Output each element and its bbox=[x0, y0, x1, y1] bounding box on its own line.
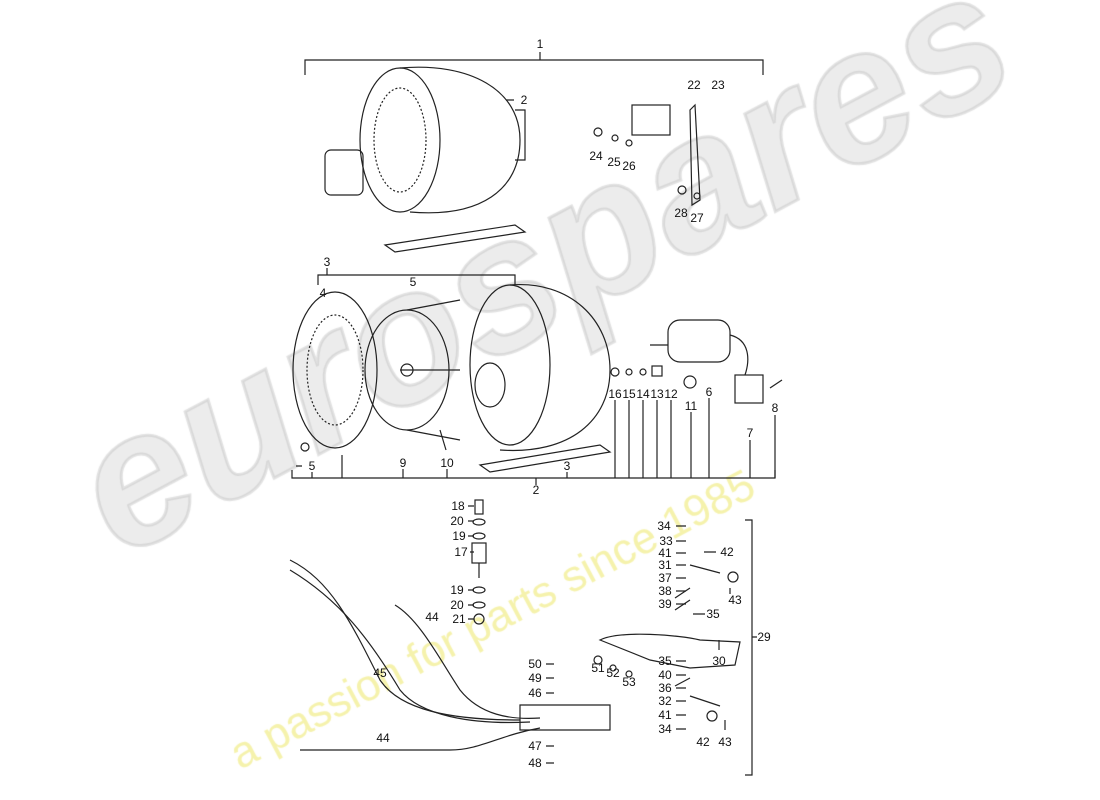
part-label-9[interactable]: 9 bbox=[399, 456, 407, 470]
part-label-47[interactable]: 47 bbox=[528, 739, 542, 753]
part-label-40[interactable]: 40 bbox=[658, 668, 672, 682]
part-label-42[interactable]: 42 bbox=[696, 735, 710, 749]
part-label-27[interactable]: 27 bbox=[690, 211, 704, 225]
part-label-2[interactable]: 2 bbox=[520, 93, 528, 107]
part-label-37[interactable]: 37 bbox=[658, 571, 672, 585]
part-label-2[interactable]: 2 bbox=[532, 483, 540, 497]
part-label-44[interactable]: 44 bbox=[425, 610, 439, 624]
part-label-24[interactable]: 24 bbox=[589, 149, 603, 163]
cable-drawing bbox=[289, 559, 611, 751]
part-label-36[interactable]: 36 bbox=[658, 681, 672, 695]
part-label-46[interactable]: 46 bbox=[528, 686, 542, 700]
part-label-14[interactable]: 14 bbox=[636, 387, 650, 401]
part-label-38[interactable]: 38 bbox=[658, 584, 672, 598]
part-label-22[interactable]: 22 bbox=[687, 78, 701, 92]
part-label-11[interactable]: 11 bbox=[684, 399, 698, 413]
part-label-30[interactable]: 30 bbox=[712, 654, 726, 668]
part-label-34[interactable]: 34 bbox=[657, 519, 671, 533]
part-label-19[interactable]: 19 bbox=[452, 529, 466, 543]
part-label-26[interactable]: 26 bbox=[622, 159, 636, 173]
part-label-21[interactable]: 21 bbox=[452, 612, 466, 626]
mount-drawing bbox=[471, 499, 487, 625]
part-label-41[interactable]: 41 bbox=[658, 546, 672, 560]
part-label-25[interactable]: 25 bbox=[607, 155, 621, 169]
part-label-12[interactable]: 12 bbox=[664, 387, 678, 401]
part-label-23[interactable]: 23 bbox=[711, 78, 725, 92]
part-label-50[interactable]: 50 bbox=[528, 657, 542, 671]
bracket-2 bbox=[291, 470, 776, 485]
part-label-20[interactable]: 20 bbox=[450, 598, 464, 612]
bracket-3 bbox=[317, 268, 516, 285]
part-label-5[interactable]: 5 bbox=[308, 459, 316, 473]
part-label-1[interactable]: 1 bbox=[536, 37, 544, 51]
part-label-7[interactable]: 7 bbox=[746, 426, 754, 440]
part-label-5[interactable]: 5 bbox=[409, 275, 417, 289]
part-label-3[interactable]: 3 bbox=[563, 459, 571, 473]
part-label-44[interactable]: 44 bbox=[376, 731, 390, 745]
part-label-43[interactable]: 43 bbox=[718, 735, 732, 749]
part-label-53[interactable]: 53 bbox=[622, 675, 636, 689]
part-label-35[interactable]: 35 bbox=[706, 607, 720, 621]
part-label-35[interactable]: 35 bbox=[658, 654, 672, 668]
part-label-13[interactable]: 13 bbox=[650, 387, 664, 401]
part-label-39[interactable]: 39 bbox=[658, 597, 672, 611]
part-label-19[interactable]: 19 bbox=[450, 583, 464, 597]
part-label-48[interactable]: 48 bbox=[528, 756, 542, 770]
exploded-blower-drawing bbox=[292, 284, 612, 473]
part-label-15[interactable]: 15 bbox=[622, 387, 636, 401]
part-label-6[interactable]: 6 bbox=[705, 385, 713, 399]
part-label-43[interactable]: 43 bbox=[728, 593, 742, 607]
part-label-31[interactable]: 31 bbox=[658, 558, 672, 572]
part-label-10[interactable]: 10 bbox=[440, 456, 454, 470]
part-label-3[interactable]: 3 bbox=[323, 255, 331, 269]
switch-and-bracket-drawing bbox=[593, 103, 701, 207]
part-label-4[interactable]: 4 bbox=[319, 286, 327, 300]
blower-assembly-drawing bbox=[324, 66, 527, 253]
part-label-18[interactable]: 18 bbox=[451, 499, 465, 513]
part-label-49[interactable]: 49 bbox=[528, 671, 542, 685]
part-label-51[interactable]: 51 bbox=[591, 661, 605, 675]
part-label-45[interactable]: 45 bbox=[373, 666, 387, 680]
bracket-assembly-1 bbox=[304, 52, 764, 75]
motor-drawing bbox=[610, 319, 783, 404]
part-label-33[interactable]: 33 bbox=[659, 534, 673, 548]
part-label-17[interactable]: 17 bbox=[454, 545, 468, 559]
part-label-34[interactable]: 34 bbox=[658, 722, 672, 736]
part-label-29[interactable]: 29 bbox=[757, 630, 771, 644]
part-label-16[interactable]: 16 bbox=[608, 387, 622, 401]
part-label-8[interactable]: 8 bbox=[771, 401, 779, 415]
part-label-42[interactable]: 42 bbox=[720, 545, 734, 559]
part-label-20[interactable]: 20 bbox=[450, 514, 464, 528]
part-label-41[interactable]: 41 bbox=[658, 708, 672, 722]
part-label-52[interactable]: 52 bbox=[606, 666, 620, 680]
part-label-32[interactable]: 32 bbox=[658, 694, 672, 708]
part-label-28[interactable]: 28 bbox=[674, 206, 688, 220]
lever-assembly-drawing bbox=[593, 519, 757, 776]
